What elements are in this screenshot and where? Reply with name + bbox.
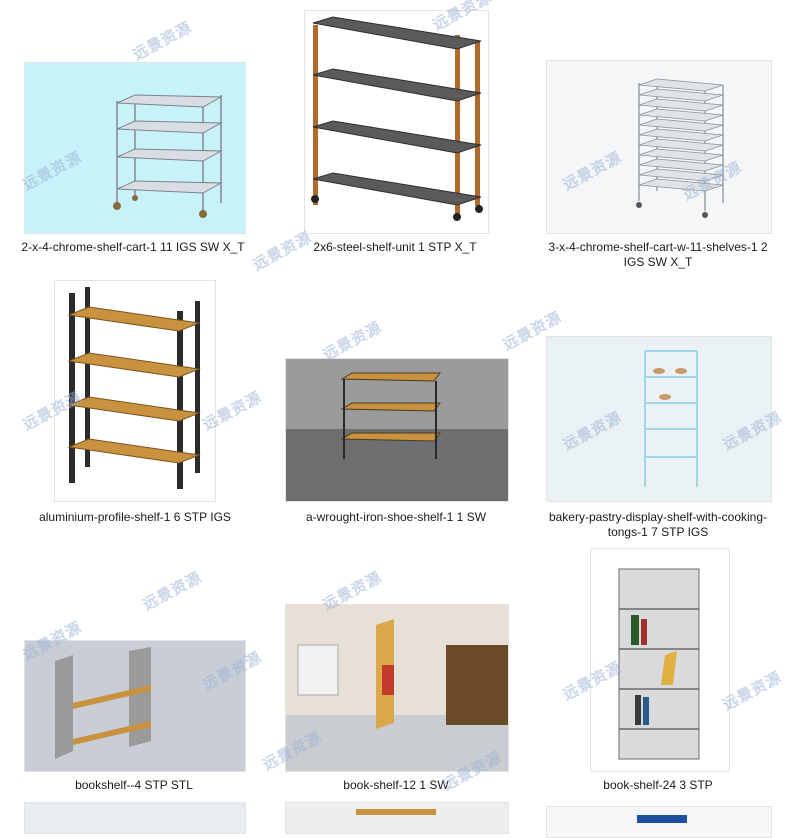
file-thumbnail[interactable] xyxy=(590,548,730,772)
file-thumbnail[interactable] xyxy=(304,10,489,234)
partial-thumbnail-image xyxy=(356,809,436,815)
file-name-label: book-shelf-24 3 STP xyxy=(603,778,713,792)
watermark: 远景资源 xyxy=(319,567,385,614)
watermark: 远景资源 xyxy=(129,17,195,64)
watermark: 远景资源 xyxy=(319,317,385,364)
file-name-label: aluminium-profile-shelf-1 6 STP IGS xyxy=(39,510,231,524)
file-name-label: 3-x-4-chrome-shelf-cart-w-11-shelves-1 2… xyxy=(548,240,768,269)
file-name-label: 2x6-steel-shelf-unit 1 STP X_T xyxy=(313,240,477,254)
file-thumbnail[interactable] xyxy=(24,640,246,772)
file-name-label: bakery-pastry-display-shelf-with-cooking… xyxy=(548,510,768,539)
aluminium-profile-shelf-image xyxy=(67,287,201,489)
chrome-shelf-cart-11-shelves-image xyxy=(636,78,724,218)
file-thumbnail[interactable] xyxy=(24,62,246,234)
wrought-iron-shoe-shelf-image xyxy=(286,359,508,501)
watermark: 远景资源 xyxy=(139,567,205,614)
bookshelf-image xyxy=(25,641,245,771)
book-shelf-room-image xyxy=(286,605,508,771)
partial-thumbnail-image xyxy=(637,815,687,823)
file-name-label: bookshelf--4 STP STL xyxy=(75,778,193,792)
file-thumbnail[interactable] xyxy=(546,60,772,234)
file-name-label: 2-x-4-chrome-shelf-cart-1 11 IGS SW X_T xyxy=(21,240,245,254)
file-thumbnail[interactable] xyxy=(285,604,509,772)
file-thumbnail[interactable] xyxy=(285,802,509,834)
steel-shelf-unit-image xyxy=(311,16,483,221)
file-name-label: a-wrought-iron-shoe-shelf-1 1 SW xyxy=(305,510,487,524)
chrome-shelf-cart-image xyxy=(113,94,223,218)
file-thumbnail[interactable] xyxy=(285,358,509,502)
file-thumbnail[interactable] xyxy=(24,802,246,834)
book-shelf-tower-image xyxy=(618,568,700,760)
bakery-display-shelf-image xyxy=(644,350,698,487)
file-name-label: book-shelf-12 1 SW xyxy=(343,778,449,792)
file-thumbnail[interactable] xyxy=(54,280,216,502)
file-thumbnail[interactable] xyxy=(546,336,772,502)
file-thumbnail[interactable] xyxy=(546,806,772,838)
